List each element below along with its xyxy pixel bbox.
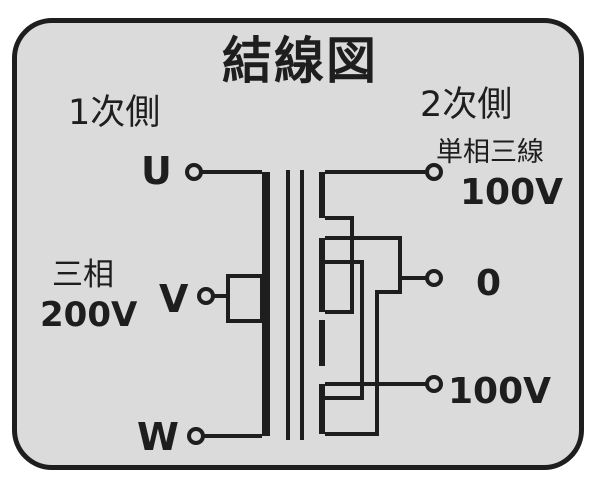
- transformer-core-right: [300, 170, 304, 440]
- wiring-diagram-panel: [12, 18, 584, 470]
- secondary-link-c: [325, 260, 364, 400]
- terminal-w-label: W: [137, 415, 179, 459]
- secondary-winding-3: [319, 320, 325, 366]
- single-phase-three-wire-label: 単相三線: [436, 137, 544, 168]
- primary-voltage-label: 200V: [40, 295, 138, 335]
- diagram-title: 結線図: [222, 32, 378, 90]
- neutral-terminal: [425, 269, 443, 287]
- transformer-core-left: [286, 170, 290, 440]
- upper-100v-label: 100V: [460, 172, 564, 213]
- neutral-label: 0: [476, 263, 502, 304]
- upper-100v-terminal: [425, 163, 443, 181]
- secondary-link-b: [325, 236, 402, 436]
- terminal-u-label: U: [141, 149, 172, 193]
- terminal-v-label: V: [159, 277, 189, 321]
- secondary-side-label: 2次側: [420, 85, 513, 125]
- v-terminal: [197, 287, 215, 305]
- w-terminal: [187, 427, 205, 445]
- secondary-winding-1: [319, 172, 325, 218]
- secondary-winding-4: [319, 384, 325, 434]
- secondary-winding-2: [319, 238, 325, 312]
- primary-side-label: 1次側: [68, 93, 161, 133]
- secondary-link-a: [325, 216, 354, 314]
- three-phase-label: 三相: [52, 257, 114, 293]
- lower-100v-terminal: [425, 375, 443, 393]
- v-winding-connection: [226, 274, 264, 323]
- primary-winding: [262, 172, 270, 436]
- lower-100v-label: 100V: [448, 371, 552, 412]
- u-terminal: [185, 163, 203, 181]
